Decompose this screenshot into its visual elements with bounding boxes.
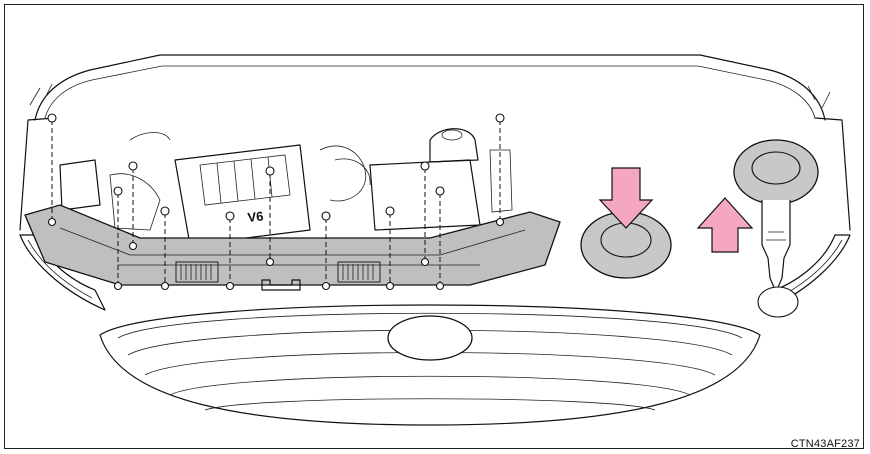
push-clip-detail [580, 167, 672, 279]
radiator-cover [24, 204, 561, 286]
hoses [319, 145, 367, 202]
battery [59, 159, 101, 211]
clip-shaft [761, 200, 791, 294]
left-fender [19, 117, 56, 231]
hood-inner-edge [44, 65, 816, 119]
reservoir [429, 128, 479, 163]
figure-code: CTN43AF237 [790, 438, 860, 450]
clip-hole [757, 286, 799, 318]
clip-guide-lines [51, 120, 501, 284]
right-fender [814, 117, 851, 231]
down-arrow-icon [598, 167, 654, 229]
engine-cover [174, 144, 311, 246]
engine-cover-top [199, 154, 291, 206]
left-vent [175, 261, 219, 283]
hood-latch [261, 279, 301, 291]
figure-frame [4, 4, 864, 449]
left-headlight-detail [27, 239, 93, 299]
air-box [109, 173, 161, 231]
grille [99, 304, 761, 426]
hood-edge [34, 54, 826, 121]
right-vent [337, 261, 381, 283]
emblem [387, 315, 473, 361]
engine-badge: V6 [247, 208, 264, 225]
hood-strut-marks [29, 83, 831, 109]
up-arrow-icon [696, 197, 754, 253]
clip-markers [47, 113, 505, 291]
pull-clip-detail [696, 139, 819, 318]
